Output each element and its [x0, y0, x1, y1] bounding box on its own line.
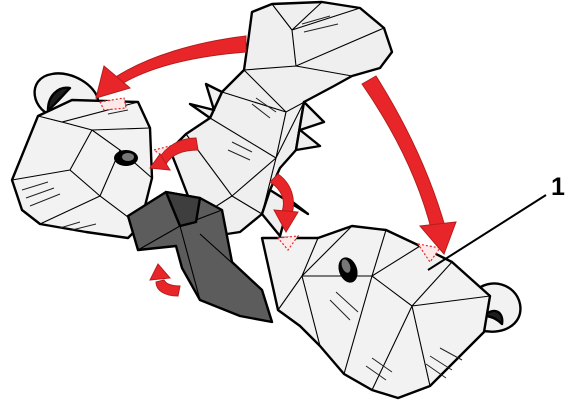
- shadow-underside: [126, 190, 274, 324]
- callout-number: 1: [551, 173, 565, 201]
- eye-icon: [114, 150, 138, 166]
- fur-lines: [227, 15, 339, 161]
- right-head: [260, 224, 522, 400]
- fold-arrow-icon: [149, 137, 199, 171]
- fold-arrow-icon: [361, 75, 457, 255]
- fold-arrow-icon: [149, 263, 181, 297]
- fold-arrow-icon: [269, 173, 299, 234]
- eye-icon: [338, 257, 358, 283]
- callout-leader-line: [427, 194, 547, 271]
- fold-arrows: [95, 35, 457, 297]
- fur-lines: [329, 291, 463, 381]
- fold-arrow-icon: [95, 35, 247, 99]
